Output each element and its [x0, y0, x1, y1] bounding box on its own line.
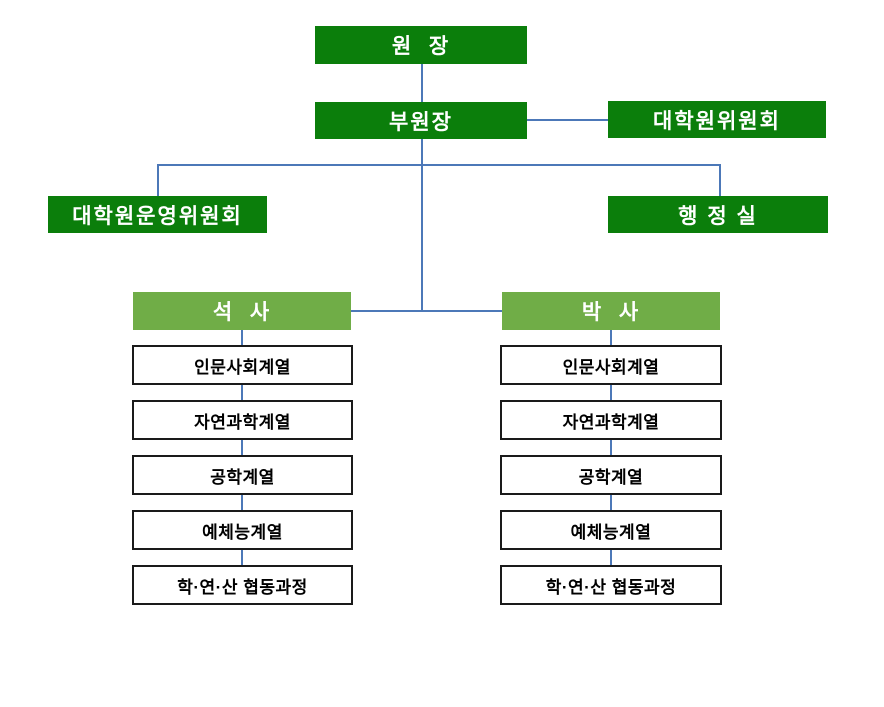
connector-line: [610, 495, 612, 510]
connector-line: [241, 495, 243, 510]
node-doctoral-cooperative-program: 학·연·산 협동과정: [500, 565, 722, 605]
connector-line: [157, 164, 159, 196]
connector-line: [421, 64, 423, 102]
connector-line: [610, 330, 612, 345]
connector-line: [719, 164, 721, 196]
connector-line: [610, 440, 612, 455]
node-doctoral: 박 사: [502, 292, 720, 330]
connector-line: [610, 550, 612, 565]
node-doctoral-humanities-social: 인문사회계열: [500, 345, 722, 385]
node-masters: 석 사: [133, 292, 351, 330]
node-vice-director: 부원장: [315, 102, 527, 139]
connector-line: [241, 440, 243, 455]
node-operations-committee: 대학원운영위원회: [48, 196, 267, 233]
connector-line: [241, 330, 243, 345]
connector-line: [351, 310, 502, 312]
connector-line: [241, 385, 243, 400]
node-graduate-school-committee: 대학원위원회: [608, 101, 826, 138]
node-director: 원 장: [315, 26, 527, 64]
node-admin-office: 행 정 실: [608, 196, 828, 233]
node-doctoral-engineering: 공학계열: [500, 455, 722, 495]
connector-line: [421, 139, 423, 312]
node-masters-engineering: 공학계열: [132, 455, 353, 495]
node-masters-natural-sciences: 자연과학계열: [132, 400, 353, 440]
connector-line: [527, 119, 608, 121]
connector-line: [157, 164, 721, 166]
node-doctoral-natural-sciences: 자연과학계열: [500, 400, 722, 440]
node-masters-arts-physical: 예체능계열: [132, 510, 353, 550]
connector-line: [610, 385, 612, 400]
node-masters-cooperative-program: 학·연·산 협동과정: [132, 565, 353, 605]
node-doctoral-arts-physical: 예체능계열: [500, 510, 722, 550]
node-masters-humanities-social: 인문사회계열: [132, 345, 353, 385]
connector-line: [241, 550, 243, 565]
